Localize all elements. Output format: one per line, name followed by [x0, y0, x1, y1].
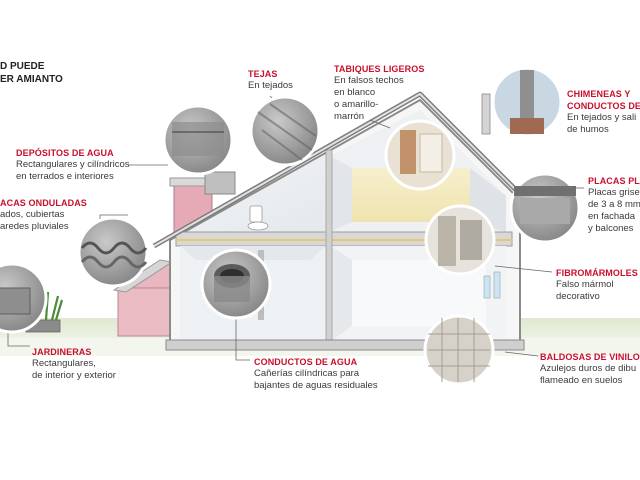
- jardineras-desc-2: de interior y exterior: [32, 370, 116, 381]
- fibromarmoles-desc-2: decorativo: [556, 291, 600, 302]
- chimeneas-callout: CHIMENEAS Y CONDUCTOS DE A En tejados y …: [567, 88, 640, 136]
- placas-planas-heading: PLACAS PLA: [588, 176, 640, 186]
- tejas-heading: TEJAS: [248, 69, 278, 79]
- main-title-line2: ER AMIANTO: [0, 74, 63, 85]
- tejas-callout: TEJAS En tejados: [248, 68, 293, 92]
- baldosas-callout: BALDOSAS DE VINILO Azulejos duros de dib…: [540, 351, 640, 387]
- tabiques-desc-2: en blanco: [334, 87, 376, 98]
- fibromarmoles-desc-1: Falso mármol: [556, 279, 614, 290]
- tabiques-desc-3: o amarillo-: [334, 99, 379, 110]
- placas-planas-desc-3: en fachada: [588, 211, 636, 222]
- main-title: D PUEDE ER AMIANTO: [0, 60, 63, 86]
- chimeneas-heading-1: CHIMENEAS Y: [567, 89, 631, 99]
- tabiques-desc-1: En falsos techos: [334, 75, 404, 86]
- jardineras-desc-1: Rectangulares,: [32, 358, 96, 369]
- main-title-line1: D PUEDE: [0, 61, 45, 72]
- chimeneas-desc-2: de humos: [567, 124, 609, 135]
- tejas-photo: [249, 95, 321, 167]
- baldosas-photo: [423, 314, 495, 386]
- tabiques-desc-4: marrón: [334, 111, 365, 122]
- baldosas-desc-1: Azulejos duros de dibu: [540, 363, 637, 374]
- fibromarmoles-photo: [424, 204, 496, 276]
- chimeneas-desc-1: En tejados y sali: [567, 112, 637, 123]
- chimeneas-heading-2: CONDUCTOS DE A: [567, 101, 640, 111]
- depositos-heading: DEPÓSITOS DE AGUA: [16, 148, 114, 158]
- placas-onduladas-desc-2: aredes pluviales: [0, 221, 69, 232]
- conductos-agua-callout: CONDUCTOS DE AGUA Cañerías cilíndricas p…: [254, 356, 378, 392]
- placas-onduladas-heading: ACAS ONDULADAS: [0, 198, 87, 208]
- depositos-photo: [162, 104, 234, 176]
- placas-planas-desc-2: de 3 a 8 mm: [588, 199, 640, 210]
- jardineras-photo: [0, 262, 48, 334]
- jardineras-heading: JARDINERAS: [32, 347, 92, 357]
- fibromarmoles-heading: FIBROMÁRMOLES: [556, 268, 638, 278]
- tabiques-photo: [384, 119, 456, 191]
- placas-onduladas-desc-1: ados, cubiertas: [0, 209, 65, 220]
- tabiques-heading: TABIQUES LIGEROS: [334, 64, 425, 74]
- conductos-agua-photo: [200, 248, 272, 320]
- chimeneas-photo: [491, 66, 563, 138]
- placas-planas-callout: PLACAS PLA Placas grise de 3 a 8 mm en f…: [588, 175, 640, 235]
- placas-planas-desc-4: y balcones: [588, 223, 634, 234]
- conductos-agua-desc-2: bajantes de aguas residuales: [254, 380, 378, 391]
- conductos-agua-heading: CONDUCTOS DE AGUA: [254, 357, 358, 367]
- depositos-desc-1: Rectangulares y cilíndricos: [16, 159, 130, 170]
- depositos-callout: DEPÓSITOS DE AGUA Rectangulares y cilínd…: [16, 147, 130, 183]
- placas-planas-desc-1: Placas grise: [588, 187, 640, 198]
- depositos-desc-2: en terrados e interiores: [16, 171, 114, 182]
- tejas-desc: En tejados: [248, 80, 293, 91]
- fibromarmoles-callout: FIBROMÁRMOLES Falso mármol decorativo: [556, 267, 638, 303]
- jardineras-callout: JARDINERAS Rectangulares, de interior y …: [32, 346, 116, 382]
- placas-onduladas-photo: [77, 216, 149, 288]
- conductos-agua-desc-1: Cañerías cilíndricas para: [254, 368, 360, 379]
- tabiques-callout: TABIQUES LIGEROS En falsos techos en bla…: [334, 63, 424, 123]
- baldosas-desc-2: flameado en suelos: [540, 375, 623, 386]
- placas-planas-photo: [509, 172, 581, 244]
- baldosas-heading: BALDOSAS DE VINILO: [540, 352, 640, 362]
- placas-onduladas-callout: ACAS ONDULADAS ados, cubiertas aredes pl…: [0, 197, 87, 233]
